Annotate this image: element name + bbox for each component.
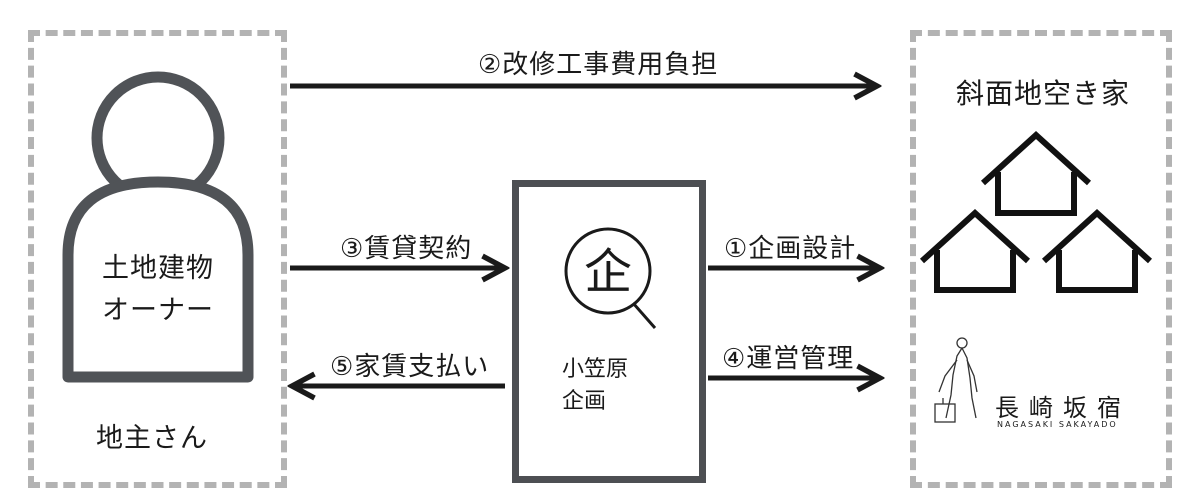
lease-label: ③賃貸契約 [340, 234, 473, 264]
operation-label: ④運営管理 [722, 344, 855, 374]
brand-name-ja: 長崎坂宿 [995, 394, 1131, 422]
vacant-house-title: 斜面地空き家 [956, 77, 1131, 110]
landowner-panel [28, 30, 287, 488]
sakayado-figure-icon [934, 337, 978, 423]
company-name: 小笠原 企画 [562, 354, 628, 418]
landowner-caption: 地主さん [96, 423, 208, 454]
company-name-line1: 小笠原 [562, 357, 629, 382]
brand-name-en: NAGASAKI SAKAYADO [997, 420, 1118, 429]
renovation-label: ②改修工事費用負担 [478, 50, 719, 80]
person-icon [62, 71, 254, 383]
company-name-line2: 企画 [562, 389, 607, 414]
person-label: 土地建物 オーナー [58, 248, 258, 332]
person-label-line1: 土地建物 [102, 253, 214, 284]
person-label-line2: オーナー [102, 295, 214, 326]
planning-label: ①企画設計 [724, 234, 857, 264]
kikaku-logo-icon [564, 227, 657, 329]
rent-label: ⑤家賃支払い [330, 352, 490, 382]
logo-char: 企 [583, 244, 632, 300]
houses-icon [919, 130, 1153, 293]
vacant-house-panel [910, 30, 1172, 488]
